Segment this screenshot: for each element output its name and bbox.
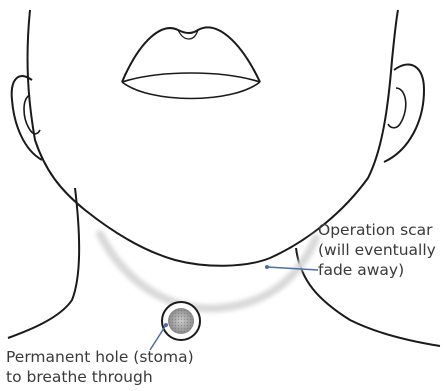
scar-leader-dot	[265, 265, 269, 269]
stoma-label-line-2: to breathe through	[6, 367, 194, 387]
right-ear-inner	[388, 88, 406, 128]
stoma-leader-dot	[164, 323, 168, 327]
scar-label-line-3: fade away)	[318, 260, 436, 280]
scar-label-line-1: Operation scar	[318, 220, 436, 240]
stoma-label-line-1: Permanent hole (stoma)	[6, 347, 194, 367]
operation-scar	[100, 234, 316, 308]
upper-lip	[122, 27, 260, 82]
stoma-texture	[168, 308, 194, 334]
neck-left-line	[8, 188, 79, 338]
scar-label-line-2: (will eventually	[318, 240, 436, 260]
lip-line	[122, 73, 260, 82]
stoma-label: Permanent hole (stoma) to breathe throug…	[6, 347, 194, 387]
lower-lip	[122, 82, 260, 99]
operation-scar-label: Operation scar (will eventually fade awa…	[318, 220, 436, 280]
